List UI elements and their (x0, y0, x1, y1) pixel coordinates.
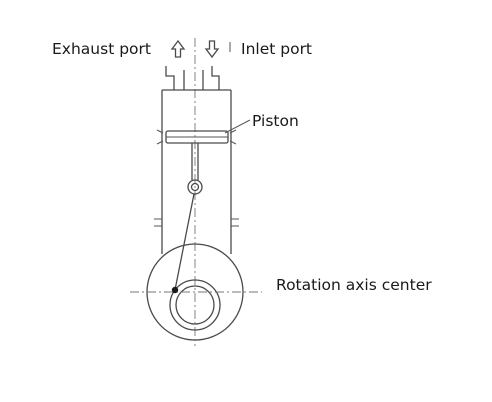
exhaust-port-label: Exhaust port (52, 40, 151, 58)
wrist-pin (187, 179, 203, 195)
piston-leader-line (224, 119, 251, 134)
piston-label: Piston (252, 112, 299, 130)
piston-rod (191, 143, 199, 180)
connecting-rod (174, 193, 195, 291)
exhaust-arrow-icon (170, 39, 186, 58)
crank-pin (171, 286, 179, 294)
rotation-axis-center-label: Rotation axis center (276, 276, 432, 294)
inlet-arrow-icon (204, 40, 220, 59)
cylinder-head (162, 66, 231, 91)
piston (156, 129, 237, 145)
inlet-port-label: Inlet port (241, 40, 312, 58)
cylinder-walls (154, 90, 239, 254)
